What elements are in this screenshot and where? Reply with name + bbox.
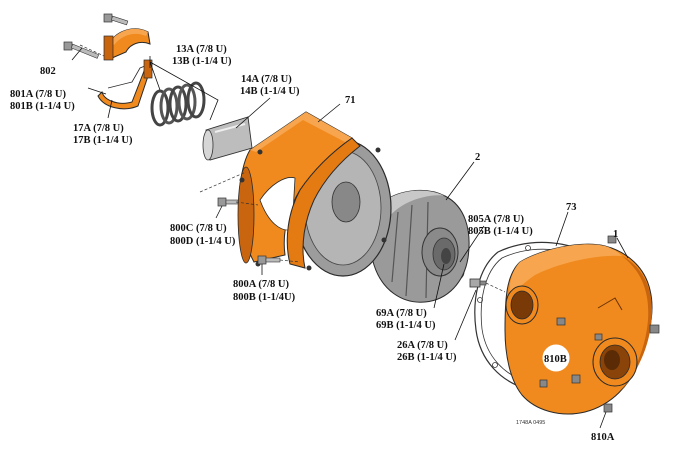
label-800a: 800A (7/8 U) (233, 279, 290, 290)
label-14b: 14B (1-1/4 U) (240, 86, 300, 97)
spring-13 (150, 81, 206, 127)
clamp-801 (103, 28, 151, 61)
adapter-71 (237, 111, 361, 269)
label-2: 2 (475, 152, 480, 163)
pump-casing-1 (504, 235, 660, 415)
bolt-800c (217, 197, 239, 207)
label-800d: 800D (1-1/4 U) (170, 236, 236, 247)
part-labels: 802 801A (7/8 U) 801B (1-1/4 U) 13A (7/8… (10, 44, 618, 443)
label-800c: 800C (7/8 U) (170, 223, 227, 234)
drawing-code: 1748A 0495 (516, 420, 545, 426)
label-26a: 26A (7/8 U) (397, 340, 448, 351)
label-800b: 800B (1-1/4U) (233, 292, 296, 303)
label-802: 802 (40, 66, 56, 77)
label-69b: 69B (1-1/4 U) (376, 320, 436, 331)
label-14a: 14A (7/8 U) (241, 74, 292, 85)
label-805a: 805A (7/8 U) (468, 214, 525, 225)
shaft-sleeve-14 (202, 116, 253, 161)
label-26b: 26B (1-1/4 U) (397, 352, 457, 363)
label-801b: 801B (1-1/4 U) (10, 101, 75, 112)
label-1: 1 (613, 229, 618, 240)
clamp-17 (97, 59, 153, 110)
bolt-top (103, 13, 129, 26)
label-805b: 805B (1-1/4 U) (468, 226, 533, 237)
label-810a: 810A (591, 432, 615, 443)
leader-lines (71, 47, 629, 429)
bolt-802 (63, 41, 100, 59)
label-13a: 13A (7/8 U) (176, 44, 227, 55)
assembly-lines (79, 44, 506, 293)
label-17b: 17B (1-1/4 U) (73, 135, 133, 146)
label-71: 71 (345, 95, 356, 106)
fitting-26 (469, 278, 487, 288)
label-69a: 69A (7/8 U) (376, 308, 427, 319)
label-801a: 801A (7/8 U) (10, 89, 67, 100)
label-17a: 17A (7/8 U) (73, 123, 124, 134)
label-73: 73 (566, 202, 577, 213)
label-13b: 13B (1-1/4 U) (172, 56, 232, 67)
label-810b: 810B (544, 354, 567, 365)
